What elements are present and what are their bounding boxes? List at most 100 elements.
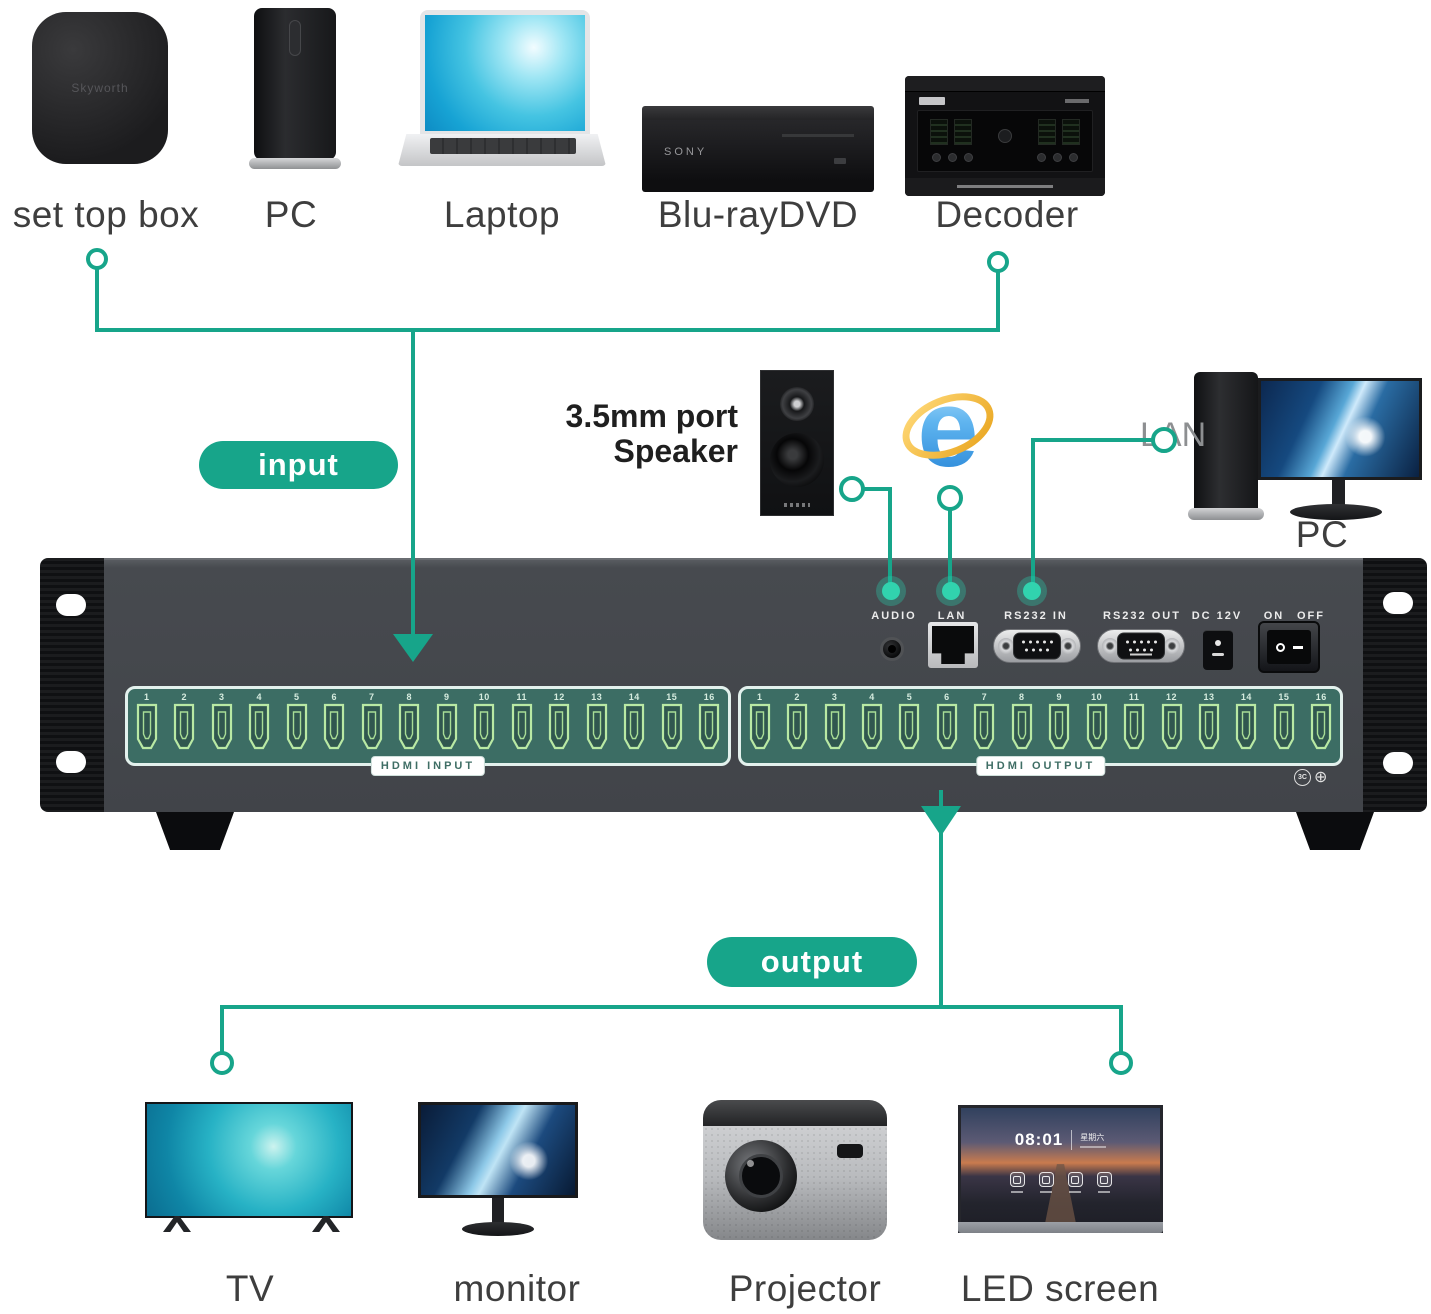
hdmi-connector-icon xyxy=(1086,703,1107,750)
speaker-note-line1: 3.5mm port xyxy=(565,398,738,434)
hdmi-port-number: 11 xyxy=(1128,692,1140,702)
hdmi-port-number: 15 xyxy=(666,692,678,702)
hdmi-port: 12 xyxy=(548,692,570,751)
hdmi-port: 10 xyxy=(1086,692,1108,751)
hdmi-connector-icon xyxy=(249,703,270,750)
bluray-button xyxy=(834,158,846,164)
hdmi-connector-icon xyxy=(749,703,770,750)
decoder-logo xyxy=(919,97,945,105)
hdmi-connector-icon xyxy=(661,703,682,750)
mount-hole xyxy=(1383,752,1413,774)
hdmi-connector-icon xyxy=(586,703,607,750)
hdmi-port: 16 xyxy=(698,692,720,751)
stb-brand-text: Skyworth xyxy=(71,81,129,95)
rs232-in-port xyxy=(993,629,1081,663)
pc2-tower-base xyxy=(1188,508,1264,520)
hdmi-port: 6 xyxy=(323,692,345,751)
hdmi-connector-icon xyxy=(624,703,645,750)
hdmi-connector-icon xyxy=(1273,703,1294,750)
monitor-base xyxy=(462,1222,534,1236)
hdmi-port-number: 4 xyxy=(256,692,262,702)
pc-tower-base xyxy=(249,158,341,169)
hdmi-connector-icon xyxy=(549,703,570,750)
label-monitor: monitor xyxy=(453,1268,581,1309)
hdmi-connector-icon xyxy=(286,703,307,750)
hdmi-input-badge: HDMI INPUT xyxy=(370,756,486,776)
hdmi-port-number: 7 xyxy=(981,692,988,702)
pc2-monitor-image xyxy=(1258,378,1422,480)
hdmi-port-number: 1 xyxy=(143,692,150,702)
speaker-woofer xyxy=(770,433,824,487)
rs232-in-label: RS232 IN xyxy=(1004,610,1068,622)
hdmi-connector-icon xyxy=(474,703,495,750)
hdmi-port: 3 xyxy=(824,692,846,751)
hdmi-port: 14 xyxy=(1235,692,1257,751)
projector-image xyxy=(703,1100,887,1240)
hdmi-port-number: 9 xyxy=(1056,692,1062,702)
hdmi-port: 2 xyxy=(173,692,195,751)
bluray-player-image: SONY xyxy=(642,120,874,192)
hdmi-connector-icon xyxy=(1049,703,1070,750)
hdmi-port: 14 xyxy=(623,692,645,751)
hdmi-port-number: 10 xyxy=(478,692,490,702)
monitor-image xyxy=(418,1102,578,1198)
hdmi-port: 13 xyxy=(586,692,608,751)
hdmi-port-number: 8 xyxy=(1019,692,1025,702)
hdmi-connector-icon xyxy=(974,703,995,750)
led-app-icon xyxy=(1009,1172,1025,1193)
hdmi-port-number: 10 xyxy=(1091,692,1103,702)
hdmi-connector-icon xyxy=(861,703,883,750)
hdmi-connector-icon xyxy=(436,703,457,750)
hdmi-port-number: 6 xyxy=(944,692,950,702)
projector-lens xyxy=(725,1140,797,1212)
hdmi-connector-icon xyxy=(699,703,720,750)
hdmi-port-number: 6 xyxy=(331,692,337,702)
mount-hole xyxy=(56,594,86,616)
on-label: ON xyxy=(1263,610,1285,622)
pc2-monitor-stand xyxy=(1332,480,1345,508)
bluray-player-top xyxy=(642,106,874,120)
hdmi-port-number: 1 xyxy=(756,692,763,702)
hdmi-connector-icon xyxy=(136,703,157,750)
tv-foot xyxy=(312,1216,340,1232)
hdmi-port: 16 xyxy=(1310,692,1332,751)
hdmi-port-number: 4 xyxy=(869,692,875,702)
rack-ear-left xyxy=(40,558,104,812)
hdmi-port: 6 xyxy=(936,692,958,751)
led-time: 08:01 xyxy=(1014,1130,1064,1149)
hdmi-connector-icon xyxy=(211,703,232,750)
hdmi-connector-icon xyxy=(399,703,420,750)
label-laptop: Laptop xyxy=(443,194,561,235)
hdmi-port-number: 13 xyxy=(1203,692,1215,702)
led-app-icon xyxy=(1067,1172,1083,1193)
hdmi-port: 7 xyxy=(361,692,383,751)
hdmi-connector-icon xyxy=(174,703,195,750)
monitor-stand xyxy=(492,1198,504,1226)
hdmi-port: 13 xyxy=(1198,692,1220,751)
led-day: 星期六 xyxy=(1080,1132,1107,1148)
decoder-node xyxy=(987,251,1009,273)
label-projector: Projector xyxy=(728,1268,882,1309)
laptop-screen xyxy=(425,15,585,131)
hdmi-port: 3 xyxy=(211,692,233,751)
device-foot-right xyxy=(1296,812,1374,850)
led-clock: 08:01 星期六 xyxy=(961,1130,1160,1150)
speaker-note-line2: Speaker xyxy=(613,433,738,469)
hdmi-connector-icon xyxy=(936,703,958,750)
label-led-screen: LED screen xyxy=(960,1268,1160,1309)
label-bluray: Blu-rayDVD xyxy=(657,194,859,235)
certification-marks: 3C ⊕ xyxy=(1294,769,1327,786)
led-screen-image: 08:01 星期六 xyxy=(958,1105,1163,1233)
hdmi-connector-icon xyxy=(511,703,532,750)
hdmi-port-number: 12 xyxy=(1166,692,1178,702)
off-label: OFF xyxy=(1297,610,1325,622)
label-tv: TV xyxy=(225,1268,275,1309)
projector-sensor xyxy=(837,1144,863,1158)
hdmi-output-badge: HDMI OUTPUT xyxy=(975,756,1106,776)
hdmi-port: 4 xyxy=(248,692,270,751)
laptop-keyboard xyxy=(430,138,576,154)
set-top-box-image: Skyworth xyxy=(32,12,168,164)
